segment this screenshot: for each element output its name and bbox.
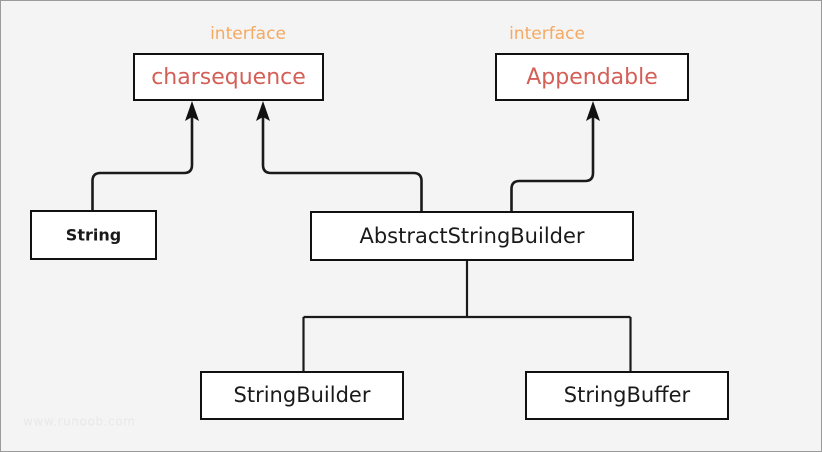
abstractstringbuilder-label: AbstractStringBuilder [359, 224, 584, 248]
arrow-head-icon [185, 101, 199, 121]
connector-abstractstringbuilder-to-charsequence [256, 101, 423, 212]
connector-string-to-charsequence [91, 101, 199, 211]
arrow-head-icon [256, 101, 270, 121]
node-stringbuffer[interactable]: StringBuffer [525, 371, 729, 420]
node-abstractstringbuilder[interactable]: AbstractStringBuilder [310, 211, 634, 261]
node-appendable[interactable]: interface Appendable [495, 24, 689, 101]
charsequence-box[interactable] [133, 53, 324, 101]
string-label: String [66, 226, 121, 245]
charsequence-interface-tag: interface [210, 24, 286, 44]
appendable-label: Appendable [526, 65, 658, 90]
stringbuilder-label: StringBuilder [234, 383, 371, 407]
stringbuilder-box[interactable] [200, 371, 404, 420]
abstractstringbuilder-box[interactable] [310, 211, 634, 261]
string-box[interactable] [30, 210, 157, 260]
node-stringbuilder[interactable]: StringBuilder [200, 371, 404, 420]
appendable-interface-tag: interface [509, 24, 585, 44]
node-charsequence[interactable]: interface charsequence [133, 24, 324, 101]
charsequence-label: charsequence [151, 65, 306, 90]
stringbuffer-label: StringBuffer [564, 383, 691, 407]
connector-abstractstringbuilder-to-subclasses [302, 260, 632, 372]
watermark: www.runoob.com [23, 415, 135, 429]
node-string[interactable]: String [30, 210, 157, 260]
connector-abstractstringbuilder-to-appendable [510, 101, 600, 212]
appendable-box[interactable] [495, 53, 689, 101]
stringbuffer-box[interactable] [525, 371, 729, 420]
arrow-head-icon [586, 101, 600, 121]
